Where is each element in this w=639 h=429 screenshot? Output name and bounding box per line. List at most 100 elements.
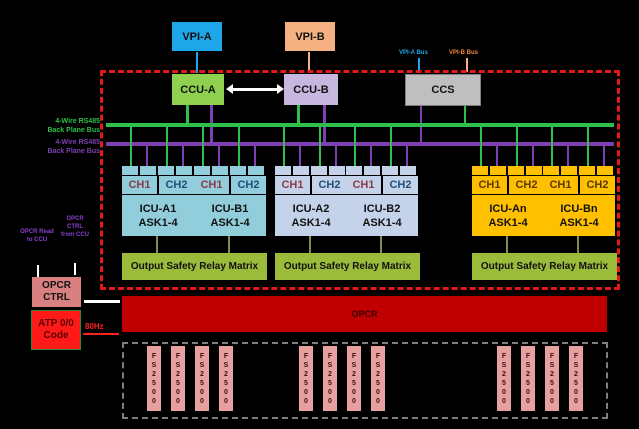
opcr-read-label: OPCR Read to CCU [20,229,54,243]
channel-1: CH1 [194,176,229,194]
fs-char: F [549,352,555,360]
output-safety-relay-matrix: Output Safety Relay Matrix [122,253,267,280]
purple-drop-line [299,146,301,166]
vpi-a-arrow [196,52,198,73]
green-drop-line [166,127,168,166]
fs-char: F [223,352,229,360]
fs-char: 2 [152,370,156,378]
ccu-b-green-drop [297,105,300,125]
fs-char: 0 [328,388,332,396]
fs-char: S [151,361,157,369]
icu-sub: ASK1-4 [291,216,331,229]
fs-char: 0 [224,397,228,405]
channel-2: CH2 [159,176,194,194]
icu-sub: ASK1-4 [210,216,250,229]
fs-char: S [223,361,229,369]
safety-boundary [100,70,620,290]
fs-char: 0 [328,397,332,405]
down-arrow-icon [74,263,76,275]
icu-relay-link [228,236,230,253]
connector-port [194,166,210,175]
channel-1: CH1 [472,176,507,194]
freq-arrow [83,333,119,335]
fs-char: S [549,361,555,369]
ccu-a-box: CCU-A [172,74,224,105]
fs-char: 5 [550,379,554,387]
purple-drop-line [182,146,184,166]
vpi-a-bus-arrow [418,58,420,72]
atp-code-box: ATP 0/0 Code [31,310,81,350]
fs-char: 5 [328,379,332,387]
opcr-ctrl-from-label: OPCR CTRL from CCU [61,216,89,238]
fs-char: 5 [200,379,204,387]
fs-char: 5 [152,379,156,387]
fs-char: 2 [224,370,228,378]
fs-char: 0 [574,388,578,396]
purple-drop-line [603,146,605,166]
fs-char: 0 [526,388,530,396]
opcr-ctrl-box: OPCR CTRL [32,277,81,307]
ccu-a-green-drop [186,105,189,125]
up-arrow-icon [37,265,39,277]
channel-2: CH2 [383,176,418,194]
fs-char: 5 [352,379,356,387]
fs-char: 0 [376,388,380,396]
vpi-b-box: VPI-B [285,22,335,51]
fs-char: 0 [550,397,554,405]
connector-port [472,166,488,175]
green-rs485-bus [106,123,614,127]
fs-char: 2 [550,370,554,378]
green-drop-line [587,127,589,166]
fs-char: F [151,352,157,360]
output-safety-relay-matrix: Output Safety Relay Matrix [275,253,420,280]
vpi-b-bus-label: VPI-B Bus [449,50,479,56]
purple-drop-line [254,146,256,166]
fs-char: 0 [352,397,356,405]
channel-1: CH1 [275,176,310,194]
purple-bus-label-line1: 4-Wire RS485 [55,139,100,146]
fs-char: S [175,361,181,369]
connector-port [364,166,380,175]
green-bus-label-line1: 4-Wire RS485 [55,118,100,125]
channel-2: CH2 [509,176,544,194]
fs-char: 0 [176,397,180,405]
channel-2: CH2 [312,176,347,194]
icu-relay-link [506,236,508,253]
purple-drop-line [567,146,569,166]
ccu-b-box: CCU-B [284,74,338,105]
fs-char: F [199,352,205,360]
fs-char: 0 [376,397,380,405]
fs-char: S [351,361,357,369]
ccs-box: CCS [405,74,481,106]
icu-name: ICU-A1 [139,202,177,215]
fs-char: 2 [574,370,578,378]
fs-char: F [303,352,309,360]
fs-char: 2 [526,370,530,378]
green-drop-line [319,127,321,166]
connector-port [122,166,138,175]
connector-port [248,166,264,175]
fs-char: 5 [304,379,308,387]
fs-char: 2 [304,370,308,378]
channel-1: CH1 [122,176,157,194]
opcr-ctrl-arrow [84,300,120,303]
connector-port [526,166,542,175]
fs-char: F [375,352,381,360]
green-drop-line [390,127,392,166]
icu-sub: ASK1-4 [362,216,402,229]
connector-port [176,166,192,175]
